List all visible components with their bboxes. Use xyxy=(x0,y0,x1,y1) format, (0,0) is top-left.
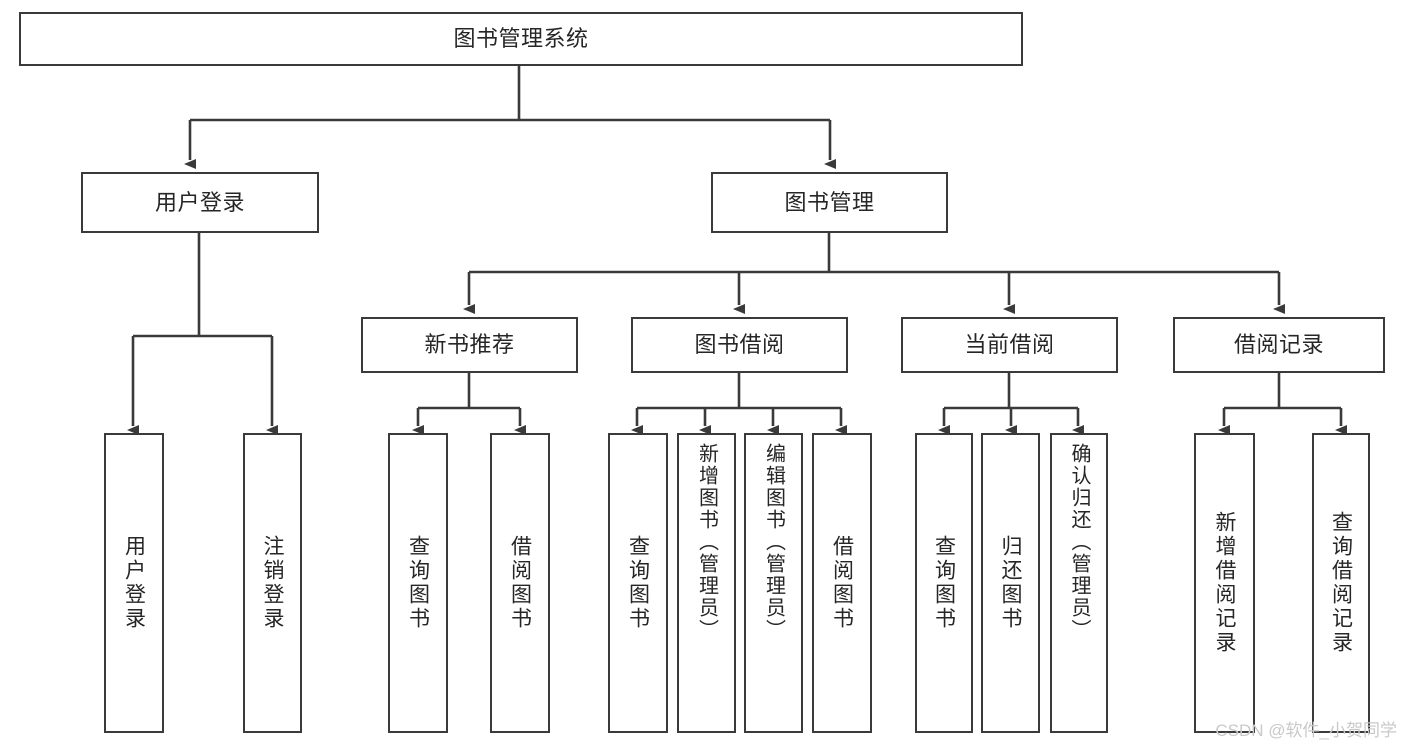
node-leaf-query-book-2[interactable]: 查询图书 xyxy=(608,433,668,733)
node-leaf-user-login[interactable]: 用户登录 xyxy=(104,433,164,733)
node-leaf-return-book-label: 归还图书 xyxy=(999,535,1022,631)
node-borrow-record[interactable]: 借阅记录 xyxy=(1173,317,1385,373)
node-book-borrow-label: 图书借阅 xyxy=(694,332,785,358)
node-leaf-add-book[interactable]: 新增图书（管理员） xyxy=(677,433,736,733)
node-user-login[interactable]: 用户登录 xyxy=(81,172,319,233)
node-new-book-recommend-label: 新书推荐 xyxy=(424,332,515,358)
node-book-borrow[interactable]: 图书借阅 xyxy=(631,317,848,373)
node-leaf-user-login-label: 用户登录 xyxy=(122,535,146,631)
node-new-book-recommend[interactable]: 新书推荐 xyxy=(361,317,578,373)
node-leaf-query-book-3[interactable]: 查询图书 xyxy=(915,433,973,733)
node-leaf-return-book[interactable]: 归还图书 xyxy=(981,433,1040,733)
node-leaf-query-book-1[interactable]: 查询图书 xyxy=(388,433,448,733)
node-leaf-add-record-label: 新增借阅记录 xyxy=(1213,511,1236,655)
node-root[interactable]: 图书管理系统 xyxy=(19,12,1023,66)
node-leaf-query-book-1-label: 查询图书 xyxy=(406,535,430,631)
node-leaf-query-record[interactable]: 查询借阅记录 xyxy=(1312,433,1370,733)
node-leaf-logout-label: 注销登录 xyxy=(261,535,284,631)
node-leaf-query-book-3-label: 查询图书 xyxy=(932,535,956,631)
node-leaf-borrow-book-1[interactable]: 借阅图书 xyxy=(490,433,550,733)
node-leaf-borrow-book-2-label: 借阅图书 xyxy=(830,535,854,631)
node-leaf-add-book-label: 新增图书（管理员） xyxy=(695,443,718,641)
node-borrow-record-label: 借阅记录 xyxy=(1233,332,1324,358)
node-leaf-confirm-return-label: 确认归还（管理员） xyxy=(1068,443,1090,641)
node-user-login-label: 用户登录 xyxy=(154,189,245,215)
node-book-manage[interactable]: 图书管理 xyxy=(711,172,948,233)
node-leaf-confirm-return[interactable]: 确认归还（管理员） xyxy=(1050,433,1108,733)
node-leaf-borrow-book-1-label: 借阅图书 xyxy=(508,535,532,631)
node-current-borrow-label: 当前借阅 xyxy=(964,332,1055,358)
node-leaf-edit-book-label: 编辑图书（管理员） xyxy=(762,443,785,641)
node-leaf-query-record-label: 查询借阅记录 xyxy=(1329,511,1353,655)
node-leaf-add-record[interactable]: 新增借阅记录 xyxy=(1194,433,1255,733)
node-book-manage-label: 图书管理 xyxy=(784,189,875,215)
node-leaf-logout[interactable]: 注销登录 xyxy=(243,433,302,733)
node-leaf-query-book-2-label: 查询图书 xyxy=(626,535,650,631)
node-current-borrow[interactable]: 当前借阅 xyxy=(901,317,1118,373)
node-root-label: 图书管理系统 xyxy=(453,26,589,52)
node-leaf-borrow-book-2[interactable]: 借阅图书 xyxy=(812,433,872,733)
node-leaf-edit-book[interactable]: 编辑图书（管理员） xyxy=(744,433,803,733)
